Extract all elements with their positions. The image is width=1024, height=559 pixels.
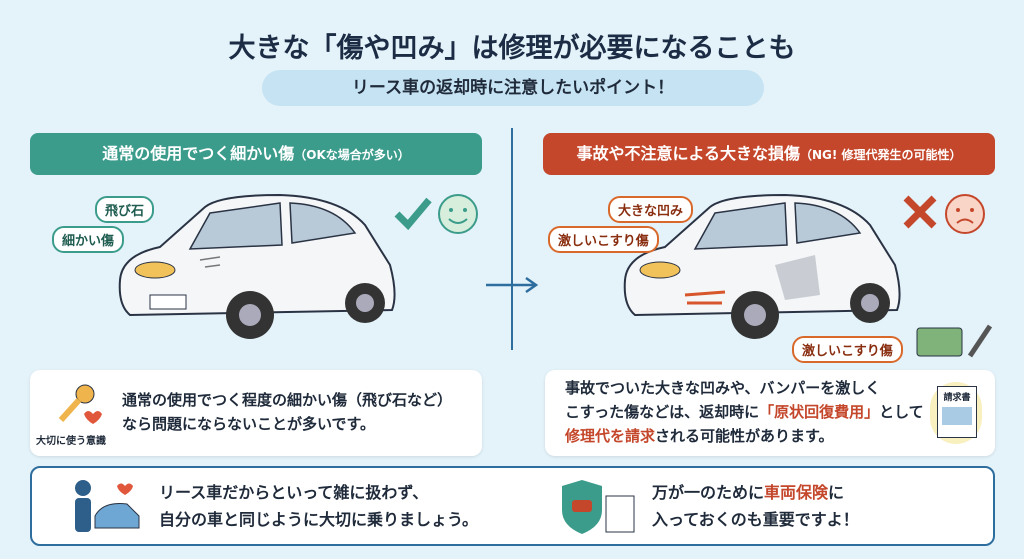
tag-heavy-scrape-bumper: 激しいこすり傷 <box>792 336 903 363</box>
ng-note-text: として <box>879 403 924 421</box>
money-wrench-icon <box>916 324 993 358</box>
subtitle-pill: リース車の返却時に注意したいポイント！ <box>262 70 764 106</box>
car-care-icon <box>75 480 140 532</box>
advice-line: 自分の車と同じように大切に乗りましょう。 <box>159 510 479 529</box>
key-icon-label: 大切に使う意識 <box>36 436 106 447</box>
highlight-restoration-cost: 「原状回復費用」 <box>759 403 880 421</box>
highlight-vehicle-insurance: 車両保険 <box>764 483 829 502</box>
ng-note-text: される可能性があります。 <box>655 427 834 445</box>
tag-heavy-scrape: 激しいこすり傷 <box>548 226 659 253</box>
ng-note-text: こすった傷などは、返却時に <box>565 403 760 421</box>
advice-box: リース車だからといって雑に扱わず、自分の車と同じように大切に乗りましょう。 万が… <box>30 466 995 546</box>
ok-header: 通常の使用でつく細かい傷（OKな場合が多い） <box>30 133 482 175</box>
ng-header: 事故や不注意による大きな損傷（NG! 修理代発生の可能性） <box>543 133 995 175</box>
ok-indicator <box>394 194 478 234</box>
arrow-right-icon <box>486 276 539 294</box>
insurance-shield-icon <box>562 480 635 534</box>
sad-face-icon <box>945 194 985 234</box>
advice-line: リース車だからといって雑に扱わず、 <box>159 483 429 502</box>
ng-header-text: 事故や不注意による大きな損傷 <box>576 144 800 163</box>
ok-note-line: なら問題にならないことが多いです。 <box>122 415 376 433</box>
tag-large-dent: 大きな凹み <box>608 196 694 223</box>
car-major-damage-illustration <box>623 193 901 339</box>
advice-text: 万が一のために <box>652 483 765 502</box>
x-icon <box>903 195 937 229</box>
ok-note: 大切に使う意識 通常の使用でつく程度の細かい傷（飛び石など） なら問題にならないこ… <box>30 370 482 456</box>
invoice-icon: 請求書 <box>937 386 977 438</box>
advice-line: 入っておくのも重要ですよ！ <box>652 510 859 529</box>
advice-text: に <box>828 483 845 502</box>
ng-note-line1: 事故でついた大きな凹みや、バンパーを激しく <box>565 379 881 397</box>
invoice-label: 請求書 <box>943 393 971 403</box>
car-minor-scratch-illustration <box>118 193 396 339</box>
page-title: 大きな「傷や凹み」は修理が必要になることも <box>228 33 796 64</box>
ng-header-note: （NG! 修理代発生の可能性） <box>799 148 962 162</box>
tag-fine-scratch: 細かい傷 <box>52 226 125 253</box>
ng-note: 事故でついた大きな凹みや、バンパーを激しく こすった傷などは、返却時に「原状回復… <box>545 370 995 456</box>
ok-header-text: 通常の使用でつく細かい傷 <box>102 144 295 163</box>
tag-stone-chip: 飛び石 <box>95 196 155 223</box>
smile-face-icon <box>438 194 478 234</box>
highlight-repair-charge: 修理代を請求 <box>565 427 656 445</box>
check-icon <box>394 197 432 231</box>
ok-header-note: （OKな場合が多い） <box>294 148 410 162</box>
divider <box>511 128 513 350</box>
key-heart-icon <box>58 384 102 424</box>
ng-indicator <box>903 194 985 234</box>
ok-note-line: 通常の使用でつく程度の細かい傷（飛び石など） <box>122 391 453 409</box>
